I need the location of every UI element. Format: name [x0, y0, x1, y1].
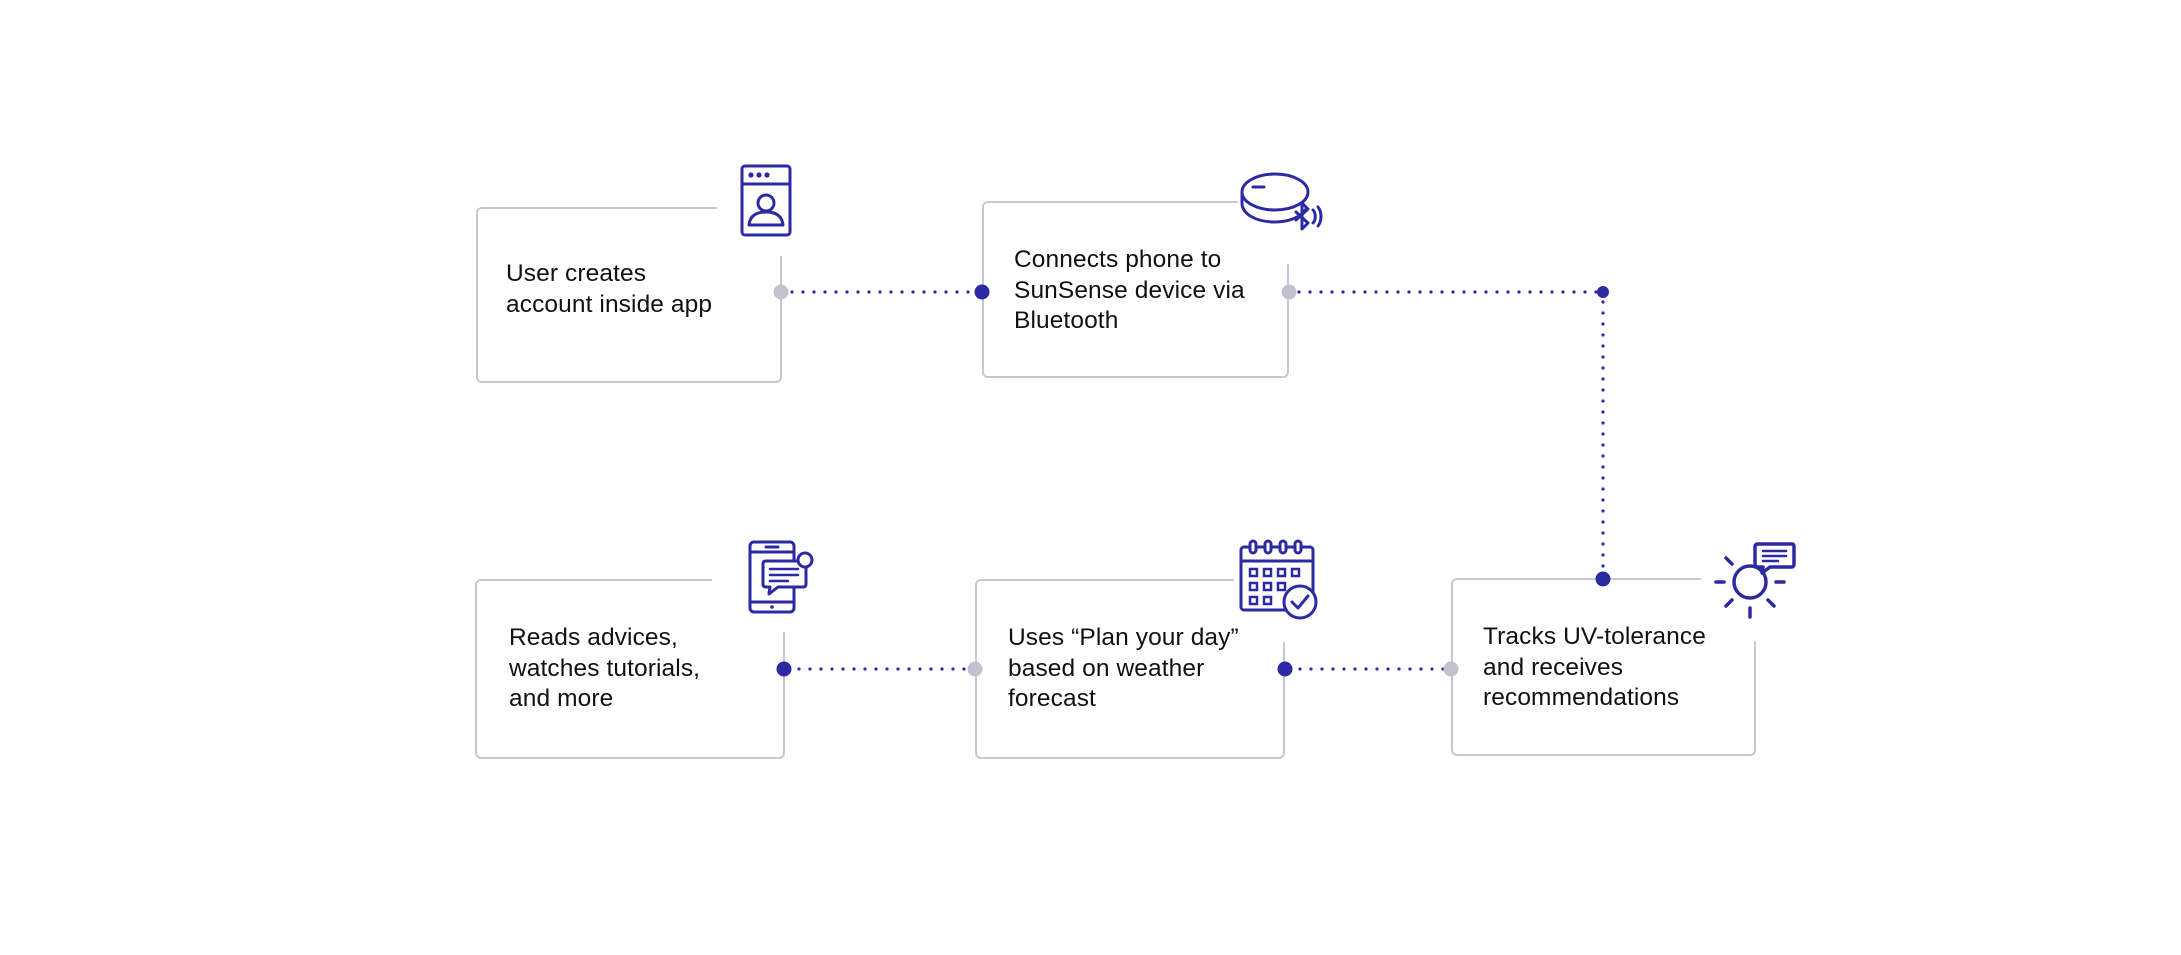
connector-dot-step3-out [1443, 661, 1459, 677]
connector-dot-corner [1597, 286, 1609, 298]
connector-dot-step1-out [773, 284, 789, 300]
step-card-5 [475, 578, 786, 759]
step-text-3: Tracks UV-tolerance and receives recomme… [1483, 623, 1706, 711]
user-profile-icon [740, 164, 792, 237]
connector-dot-step3-in [1595, 571, 1611, 587]
connector-dot-step2-out [1281, 284, 1297, 300]
calendar-check-icon [1239, 539, 1318, 620]
phone-chat-icon [748, 540, 814, 614]
connector-dot-step4-out [967, 661, 983, 677]
step-card-2 [982, 200, 1290, 378]
step-text-1: User creates account inside app [506, 260, 713, 318]
step-text-5: Reads advices, watches tutorials, and mo… [509, 624, 701, 712]
sun-with-message-icon [1714, 542, 1796, 619]
step-card-1 [476, 206, 783, 383]
step-text-2: Connects phone to SunSense device via Bl… [1014, 246, 1245, 334]
connector-dot-step5-in [776, 661, 792, 677]
step-card-4 [975, 578, 1286, 759]
sunsense-bluetooth-device-icon [1240, 172, 1323, 231]
connector-dot-step4-in [1277, 661, 1293, 677]
step-text-4: Uses “Plan your day” based on weather fo… [1008, 624, 1239, 712]
connector-dot-step2-in [974, 284, 990, 300]
step-card-3 [1451, 577, 1757, 756]
